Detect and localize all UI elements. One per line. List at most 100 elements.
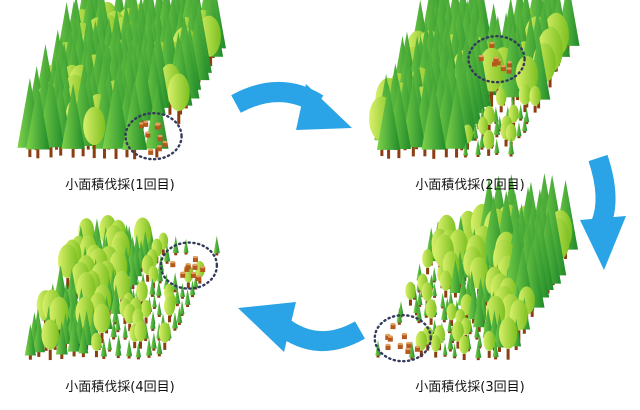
broadleaf-tree-icon [446,303,457,326]
conifer-tree-icon [497,115,503,132]
stump-icon [156,145,162,152]
stump-icon [405,347,411,354]
conifer-tree-icon [115,315,121,333]
stump-icon [489,41,495,48]
stump-icon [385,343,391,350]
stump-icon [493,56,499,63]
conifer-tree-icon [135,342,142,360]
cycle-arrow-icon [238,302,365,352]
stump-icon [180,271,186,278]
conifer-tree-icon [150,332,157,351]
conifer-tree-icon [67,315,81,357]
broadleaf-tree-icon [518,83,531,113]
stump-icon [200,265,206,273]
stump-icon [157,134,163,142]
broadleaf-tree-icon [158,322,171,350]
stump-icon [478,54,484,62]
conifer-tree-icon [444,81,469,158]
conifer-tree-icon [150,313,156,331]
forest-stand [369,0,580,159]
conifer-tree-icon [415,303,423,324]
conifer-tree-icon [475,139,481,157]
conifer-tree-icon [110,319,117,340]
stump-icon [385,333,391,340]
broadleaf-tree-icon [477,116,489,141]
stump-icon [190,271,196,278]
conifer-tree-icon [431,267,437,283]
broadleaf-tree-icon [415,331,427,358]
stump-icon [195,274,201,282]
broadleaf-tree-icon [93,303,111,344]
conifer-tree-icon [213,235,220,256]
cut-area-outline [159,241,219,290]
conifer-tree-icon [432,282,437,298]
conifer-tree-icon [176,306,183,325]
conifer-tree-icon [449,259,462,298]
broadleaf-tree-icon [91,332,102,358]
broadleaf-tree-icon [495,88,507,113]
conifer-tree-icon [479,132,485,150]
broadleaf-tree-icon [439,270,452,298]
conifer-tree-icon [184,288,191,307]
conifer-tree-icon [171,312,178,331]
conifer-tree-icon [163,243,171,264]
conifer-tree-icon [156,280,162,298]
stump-icon [500,64,506,72]
conifer-tree-icon [442,342,448,357]
broadleaf-tree-icon [83,106,106,159]
conifer-tree-icon [78,325,89,358]
conifer-tree-icon [107,336,112,352]
conifer-tree-icon [115,337,122,359]
conifer-tree-icon [179,282,185,299]
stump-icon [401,332,407,340]
conifer-tree-icon [145,82,169,158]
conifer-tree-icon [416,289,423,308]
conifer-tree-icon [493,116,501,138]
broadleaf-tree-icon [430,335,441,358]
conifer-tree-icon [376,83,401,159]
stump-icon [506,67,512,74]
forest-stand [373,173,578,363]
forest-panels [17,0,580,363]
conifer-tree-icon [32,317,45,357]
conifer-tree-icon [492,339,499,360]
conifer-tree-icon [149,277,156,297]
conifer-tree-icon [463,141,468,158]
broadleaf-tree-icon [167,73,190,124]
conifer-tree-icon [524,107,530,125]
conifer-tree-icon [24,324,36,360]
stump-icon [387,335,393,342]
conifer-tree-icon [518,104,524,121]
cut-area-outline [373,314,432,363]
conifer-tree-icon [508,137,515,157]
broadleaf-tree-icon [425,299,437,325]
conifer-tree-icon [174,286,181,307]
conifer-tree-icon [156,301,162,317]
conifer-tree-icon [55,320,68,359]
stump-icon [143,120,149,127]
panel-1-caption: 小面積伐採(1回目) [65,178,175,193]
conifer-tree-icon [452,343,457,359]
conifer-tree-icon [183,238,189,255]
conifer-tree-icon [189,279,196,298]
broadleaf-tree-icon [483,129,495,156]
conifer-tree-icon [522,116,528,133]
conifer-tree-icon [127,255,139,290]
conifer-tree-icon [122,322,128,340]
conifer-tree-icon [61,83,85,158]
broadleaf-tree-icon [422,249,434,275]
conifer-tree-icon [100,338,107,359]
stump-icon [185,262,191,270]
cycle-arrow-icon [231,82,352,130]
conifer-tree-icon [421,80,447,159]
stump-icon [192,255,198,263]
stump-icon [390,322,396,330]
conifer-tree-icon [472,291,486,332]
stump-icon [148,148,154,155]
conifer-tree-icon [447,317,453,334]
conifer-tree-icon [474,322,480,340]
forest-stand [24,214,220,361]
stump-icon [406,341,412,349]
broadleaf-tree-icon [529,86,541,113]
